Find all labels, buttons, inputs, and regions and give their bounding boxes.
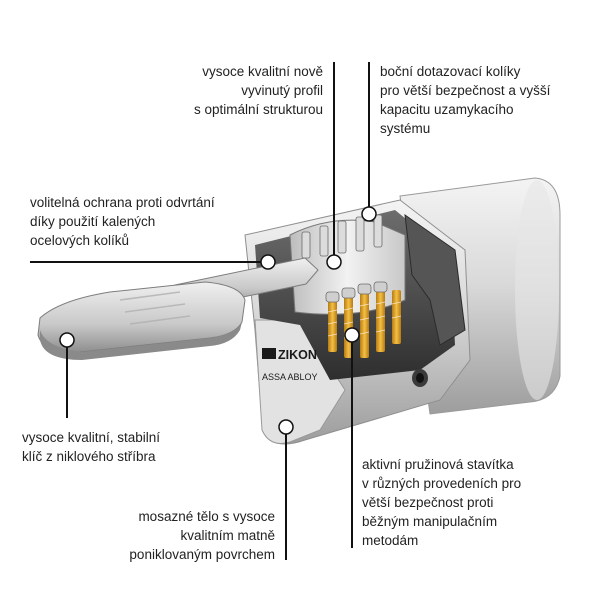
callout-dot-icon xyxy=(361,206,377,222)
zikon-logo-icon xyxy=(262,348,276,359)
callout-dot-icon xyxy=(326,254,342,270)
spring-pin xyxy=(376,290,385,352)
top-pin xyxy=(301,231,311,259)
label-profile: vysoce kvalitní nově vyvinutý profil s o… xyxy=(193,64,323,117)
label-anti-drill: volitelná ochrana proti odvrtání díky po… xyxy=(30,195,215,248)
spring-pin-tip xyxy=(373,281,388,293)
callout-dot-icon xyxy=(344,327,360,343)
top-pin xyxy=(319,225,329,257)
callout-dot-icon xyxy=(59,332,75,348)
top-pin xyxy=(337,220,347,254)
pin-stack-group xyxy=(301,214,402,358)
label-body: mosazné tělo s vysoce kvalitním matně po… xyxy=(129,509,275,562)
leader-lines xyxy=(30,62,370,560)
brand-subbrand-text: ASSA ABLOY xyxy=(262,372,318,382)
label-side-pins: boční dotazovací kolíky pro větší bezpeč… xyxy=(380,64,551,136)
label-springs: aktivní pružinová stavítka v různých pro… xyxy=(362,457,522,548)
brand-logo-text: ZIKON xyxy=(278,348,317,362)
spring-pin xyxy=(328,300,337,352)
spring-pin-tip xyxy=(357,283,372,295)
callout-dots xyxy=(59,206,377,435)
key xyxy=(37,257,319,360)
label-key: vysoce kvalitní, stabilní klíč z niklové… xyxy=(22,430,161,464)
top-pin xyxy=(373,214,383,248)
callout-dot-icon xyxy=(260,254,276,270)
spring-pin xyxy=(360,292,369,358)
spring-pin-tip xyxy=(325,291,340,303)
top-pin xyxy=(355,216,365,252)
callout-dot-icon xyxy=(278,419,294,435)
brand-mark: ZIKON ASSA ABLOY xyxy=(262,348,318,382)
spring-pin-tip xyxy=(341,287,356,299)
